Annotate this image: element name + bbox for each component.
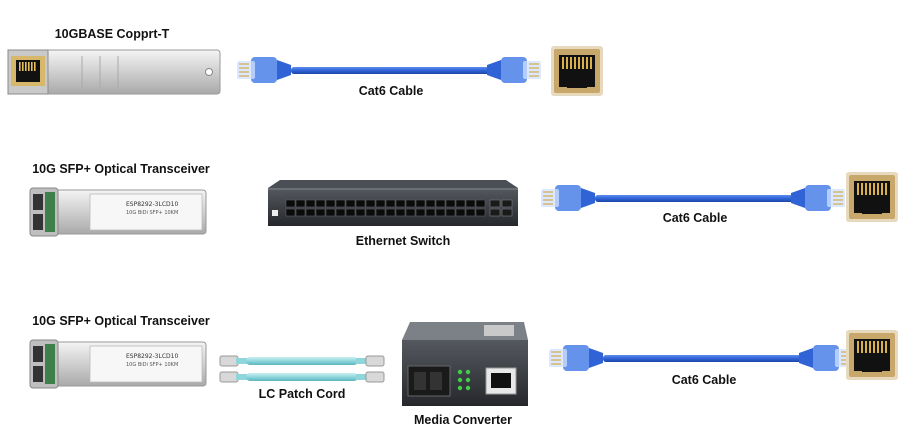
- cat6-cable-label-3: Cat6 Cable: [671, 373, 737, 387]
- sfp-spec-text: 10G BiDi SFP+ 10KM: [126, 362, 178, 368]
- ethernet-switch-label: Ethernet Switch: [355, 234, 451, 248]
- rj45-port-icon: [846, 330, 898, 380]
- lc-patch-cord-icon: [219, 355, 385, 383]
- sfp-model-text: ESP8292-3LCD10: [126, 201, 178, 208]
- sfp-transceiver-icon: ESP8292-3LCD10 10G BiDi SFP+ 10KM: [29, 187, 207, 237]
- rj45-port-icon: [551, 46, 603, 96]
- sfp-model-text: ESP8292-3LCD10: [126, 353, 178, 360]
- sfp-transceiver-label-2: 10G SFP+ Optical Transceiver: [32, 314, 210, 328]
- copper-sfp-label: 10GBASE Copprt-T: [54, 27, 170, 41]
- sfp-spec-text: 10G BiDi SFP+ 10KM: [126, 210, 178, 216]
- copper-sfp-icon: [7, 49, 221, 95]
- sfp-transceiver-label-1: 10G SFP+ Optical Transceiver: [32, 162, 210, 176]
- media-converter-label: Media Converter: [414, 413, 512, 427]
- media-converter-icon: [402, 322, 528, 406]
- cat6-cable-label-1: Cat6 Cable: [358, 84, 424, 98]
- sfp-transceiver-icon: ESP8292-3LCD10 10G BiDi SFP+ 10KM: [29, 339, 207, 389]
- cat6-cable-label-2: Cat6 Cable: [662, 211, 728, 225]
- cat6-cable-icon: [540, 184, 846, 212]
- cat6-cable-icon: [548, 344, 854, 372]
- cat6-cable-icon: [236, 56, 542, 84]
- lc-patch-cord-label: LC Patch Cord: [258, 387, 346, 401]
- ethernet-switch-icon: [268, 180, 518, 226]
- rj45-port-icon: [846, 172, 898, 222]
